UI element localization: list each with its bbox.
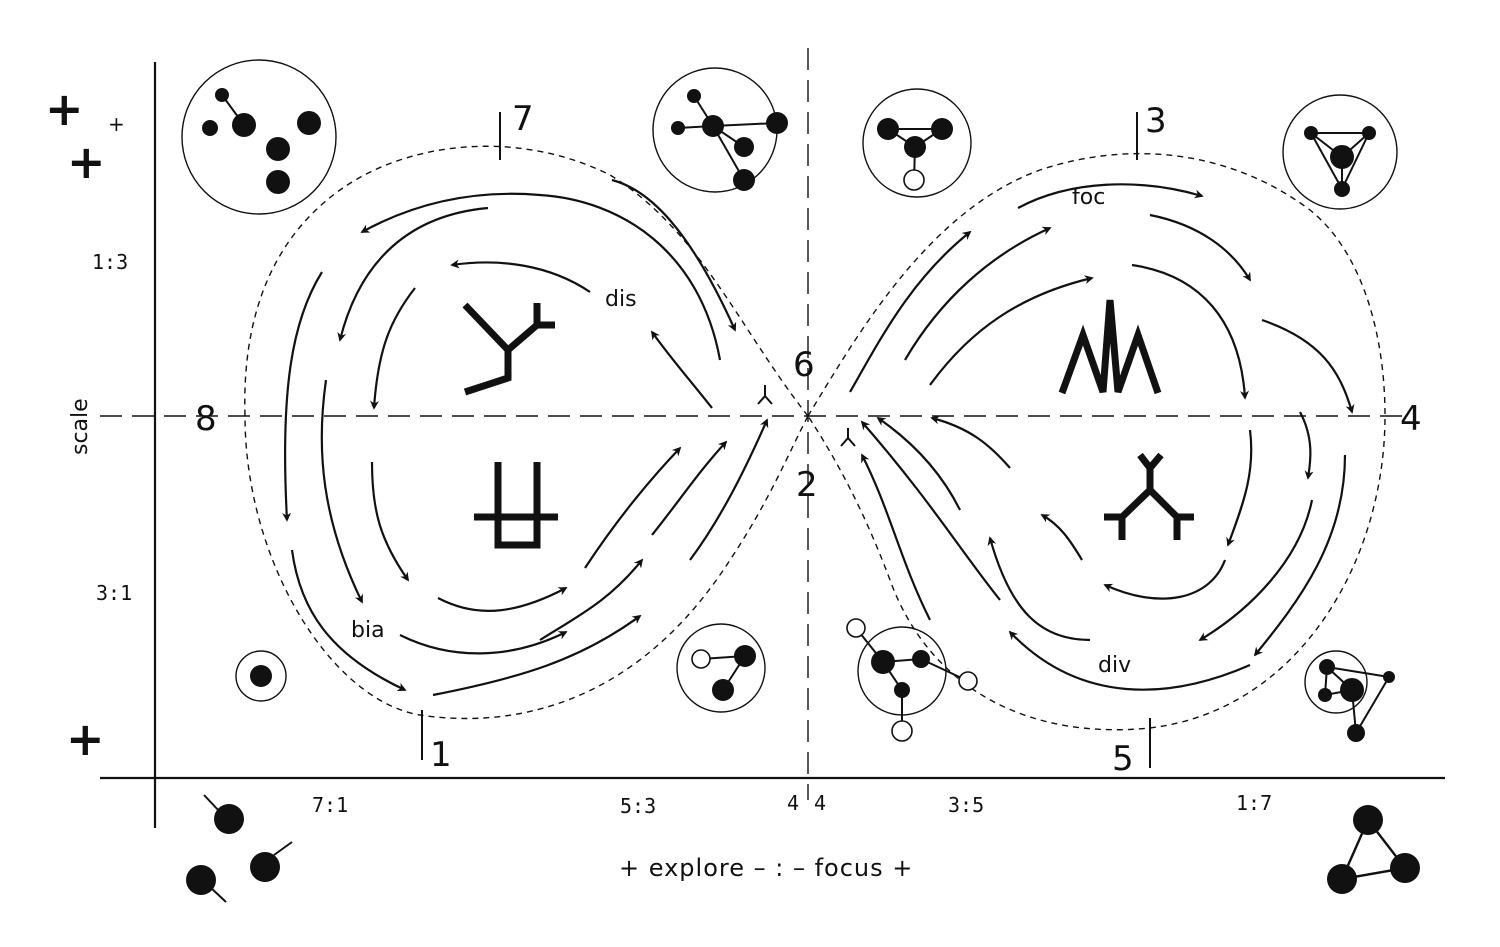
cluster-pair-hollow-icon <box>676 623 766 713</box>
x-tick-1-7: 1:7 <box>1236 791 1272 815</box>
station-5: 5 <box>1112 739 1134 779</box>
left-loop-boundary <box>244 145 809 720</box>
x-tick-4-right: 4 <box>814 791 826 815</box>
y-axis-label: scale <box>68 398 93 455</box>
station-7: 7 <box>512 99 534 139</box>
cup-glyph-icon <box>474 462 558 549</box>
station-6: 6 <box>793 345 815 385</box>
cluster-triangle-hollow-icon <box>862 88 972 198</box>
x-tick-3-5: 3:5 <box>948 793 984 817</box>
plus-mark-small: + <box>108 112 125 136</box>
x-tick-5-3: 5:3 <box>620 794 656 818</box>
cluster-star-icon <box>652 67 788 193</box>
right-loop-boundary <box>807 153 1386 731</box>
flow-label-foc: foc <box>1072 185 1105 210</box>
left-loop-flows <box>282 178 769 697</box>
y-tick-1-3: 1:3 <box>92 250 128 274</box>
cluster-triangle-inner-icon <box>1282 94 1398 210</box>
center-fork-mark-left <box>757 385 773 405</box>
flow-label-div: div <box>1098 653 1131 678</box>
station-3: 3 <box>1145 101 1167 141</box>
station-1: 1 <box>430 735 452 775</box>
station-4: 4 <box>1400 399 1422 439</box>
single-node-icon <box>235 650 287 702</box>
branch-glyph-icon <box>1104 452 1194 540</box>
center-fork-mark-right <box>840 428 856 447</box>
cluster-quad-icon <box>1304 650 1395 742</box>
x-tick-7-1: 7:1 <box>312 793 348 817</box>
cluster-scattered-icon <box>181 59 337 215</box>
right-loop-flows <box>849 183 1355 691</box>
x-axis-caption: + explore – : – focus + <box>619 854 913 882</box>
y-tick-3-1: 3:1 <box>96 581 132 605</box>
plus-mark: + <box>67 135 106 189</box>
flow-label-dis: dis <box>605 287 637 312</box>
station-2: 2 <box>796 465 818 505</box>
cluster-spread-icon <box>846 618 978 742</box>
tree-glyph-icon <box>462 302 555 396</box>
triangle-nodes-icon <box>1327 805 1420 894</box>
plus-mark: + <box>66 712 105 766</box>
detached-nodes-icon <box>186 794 293 903</box>
flow-label-bia: bia <box>351 618 385 643</box>
w-glyph-icon <box>1058 299 1162 395</box>
plus-mark: + <box>45 82 84 136</box>
x-tick-4-left: 4 <box>787 791 799 815</box>
station-8: 8 <box>195 399 217 439</box>
